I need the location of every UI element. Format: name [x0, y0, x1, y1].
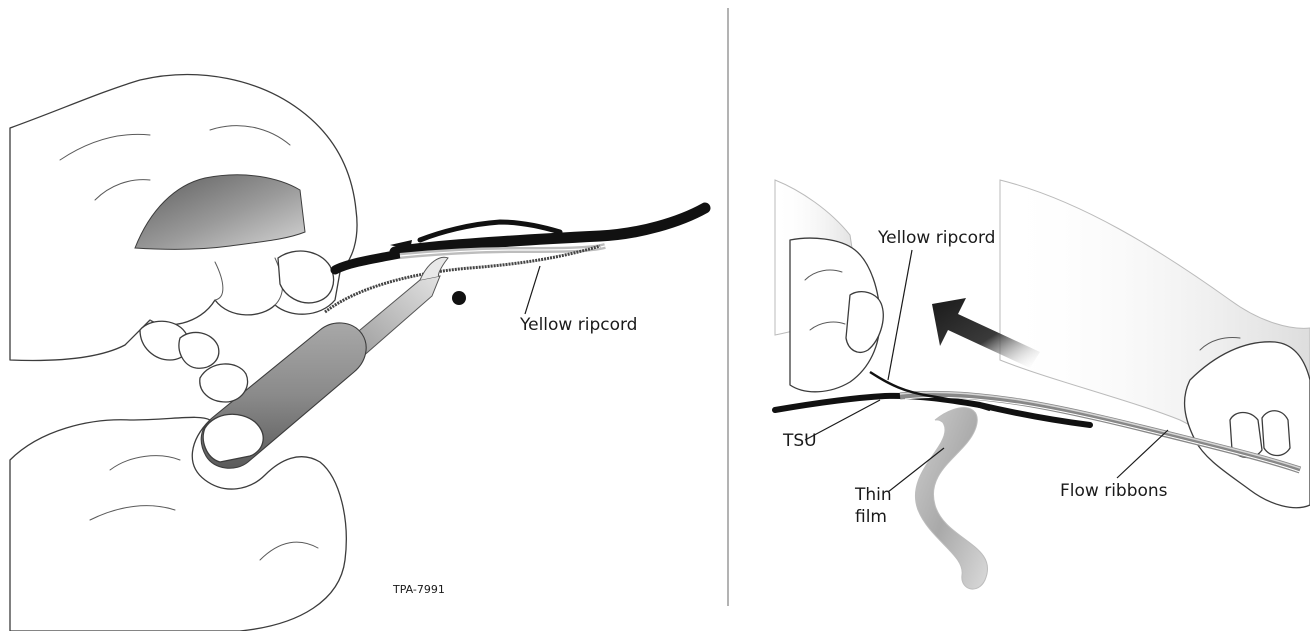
ripcord-leader-left: [525, 266, 540, 314]
leader-ripcord-right: [888, 250, 912, 380]
label-tsu: TSU: [782, 431, 817, 451]
thin-film: [915, 408, 987, 589]
upper-hand: [10, 75, 357, 369]
right-panel: Yellow ripcord TSU Thin film Flow ribbon…: [775, 180, 1310, 589]
label-flow-ribbons: Flow ribbons: [1060, 481, 1168, 501]
left-panel: Yellow ripcord TPA-7991: [10, 75, 705, 631]
label-thin-film-line1: Thin: [854, 485, 892, 505]
label-yellow-ripcord-right: Yellow ripcord: [877, 228, 995, 248]
leader-flow-ribbons: [1117, 430, 1168, 478]
figure-code: TPA-7991: [392, 583, 445, 596]
left-cable: [325, 208, 705, 312]
label-yellow-ripcord-left: Yellow ripcord: [519, 315, 637, 335]
label-thin-film-line2: film: [855, 507, 887, 527]
